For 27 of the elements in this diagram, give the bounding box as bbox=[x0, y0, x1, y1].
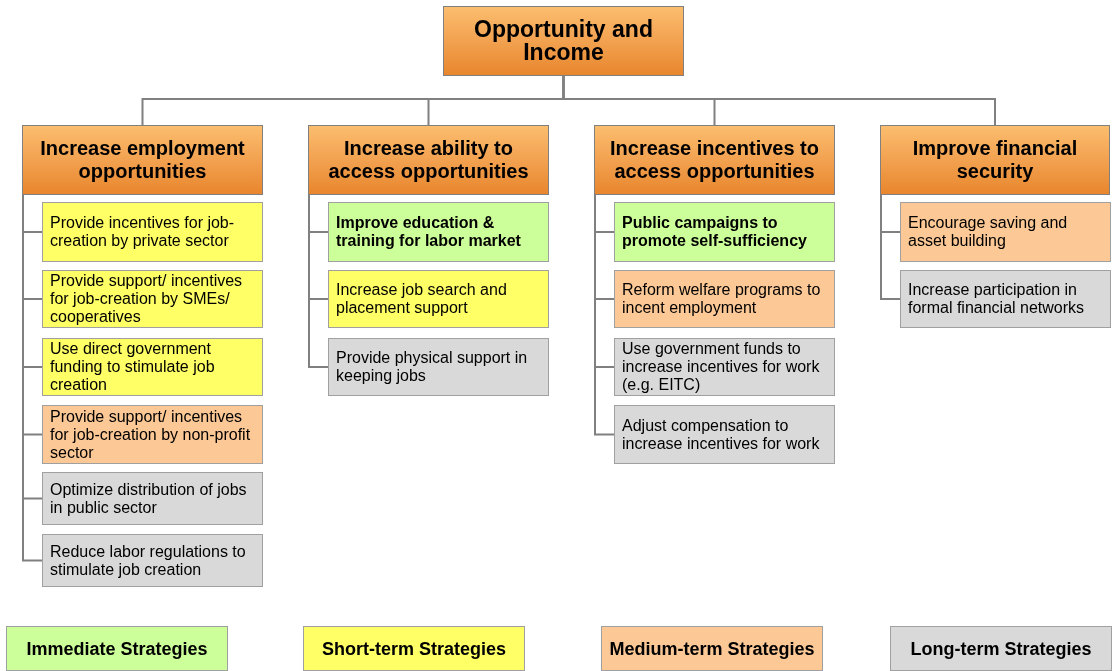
strategy-box: Encourage saving and asset building bbox=[900, 202, 1111, 262]
strategy-box: Provide physical support in keeping jobs bbox=[328, 338, 549, 396]
legend-key: Long-term Strategies bbox=[890, 626, 1112, 671]
legend-key: Medium-term Strategies bbox=[601, 626, 823, 671]
legend-key: Short-term Strategies bbox=[303, 626, 525, 671]
legend-key: Immediate Strategies bbox=[6, 626, 228, 671]
category-header-box: Increase employment opportunities bbox=[22, 125, 263, 195]
strategy-box: Adjust compensation to increase incentives for work bbox=[614, 405, 835, 464]
strategy-box: Provide support/ incentives for job-creation by non-profit sector bbox=[42, 405, 263, 464]
category-header-box: Opportunity and Income bbox=[443, 6, 684, 76]
category-header-box: Increase incentives to access opportunities bbox=[594, 125, 835, 195]
strategy-box: Increase job search and placement support bbox=[328, 270, 549, 328]
strategy-box: Public campaigns to promote self-sufficiency bbox=[614, 202, 835, 262]
strategy-box: Optimize distribution of jobs in public sector bbox=[42, 472, 263, 525]
connector-line bbox=[562, 75, 996, 126]
connector-line bbox=[308, 194, 329, 368]
strategy-box: Reduce labor regulations to stimulate job creation bbox=[42, 534, 263, 587]
strategy-box: Use direct government funding to stimulate job creation bbox=[42, 338, 263, 396]
category-header-box: Improve financial security bbox=[880, 125, 1110, 195]
strategy-box: Provide support/ incentives for job-creation by SMEs/ cooperatives bbox=[42, 270, 263, 328]
strategy-box: Improve education & training for labor market bbox=[328, 202, 549, 262]
strategy-box: Provide incentives for job-creation by private sector bbox=[42, 202, 263, 262]
strategy-box: Use government funds to increase incentives for work (e.g. EITC) bbox=[614, 338, 835, 396]
strategy-box: Increase participation in formal financial networks bbox=[900, 270, 1111, 328]
connector-line bbox=[594, 194, 615, 436]
strategy-box: Reform welfare programs to incent employment bbox=[614, 270, 835, 328]
category-header-box: Increase ability to access opportunities bbox=[308, 125, 549, 195]
